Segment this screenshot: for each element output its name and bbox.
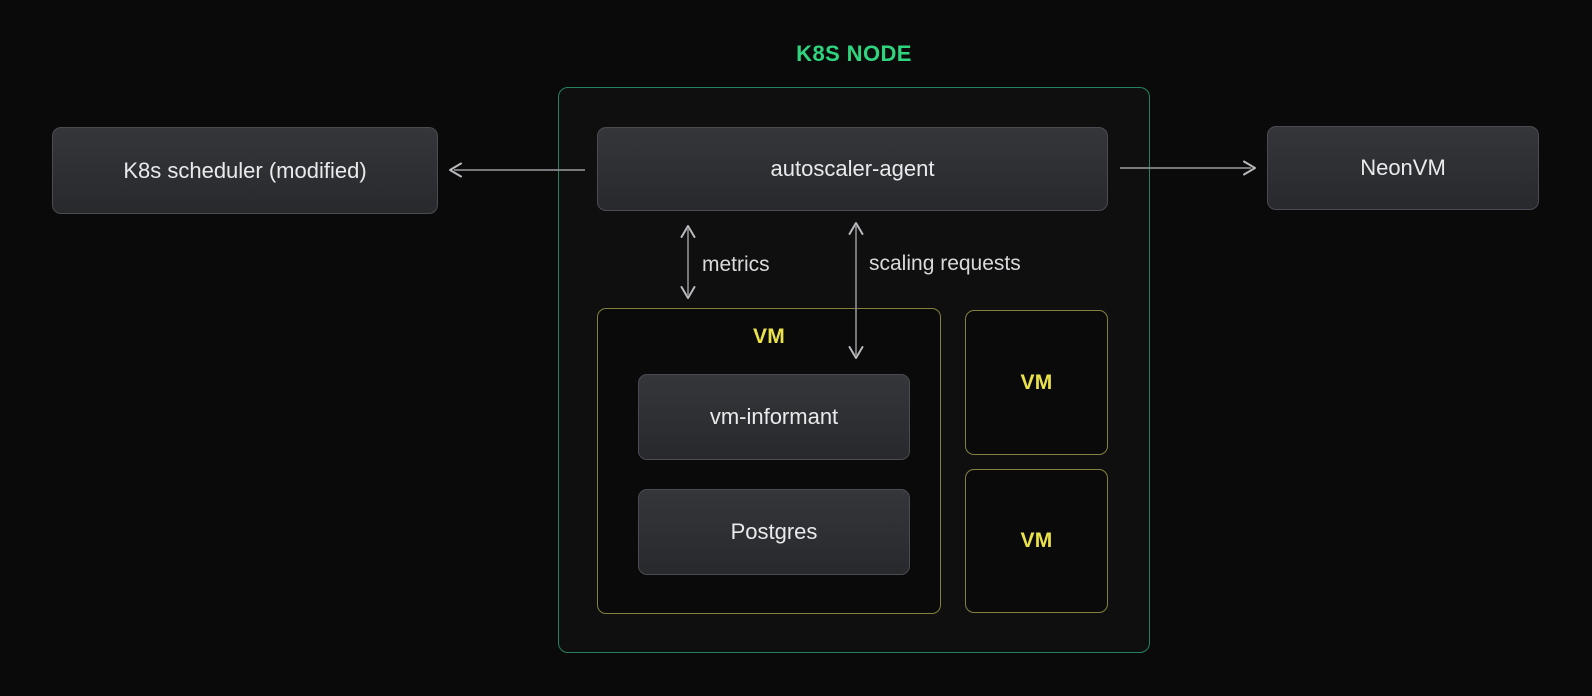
node-vm-informant: vm-informant [638,374,910,460]
node-postgres-label: Postgres [730,519,818,544]
k8s-node-container [558,87,1150,653]
node-autoscaler-agent: autoscaler-agent [597,127,1108,211]
edge-label-metrics: metrics [702,253,770,276]
node-autoscaler-agent-label: autoscaler-agent [770,156,935,181]
node-neonvm: NeonVM [1267,126,1539,210]
node-vm-informant-label: vm-informant [709,404,839,429]
vm-main-label: VM [752,325,786,348]
node-k8s-scheduler: K8s scheduler (modified) [52,127,438,214]
vm-main-box: VM vm-informant Postgres [597,308,941,614]
vm-small-box-1: VM [965,310,1108,455]
vm-small-box-2-label: VM [1020,529,1053,552]
node-k8s-scheduler-label: K8s scheduler (modified) [123,157,367,183]
node-neonvm-label: NeonVM [1360,155,1446,180]
vm-small-box-2: VM [965,469,1108,613]
node-postgres: Postgres [638,489,910,575]
k8s-node-title: K8S NODE [796,41,912,66]
edge-label-scaling-requests: scaling requests [869,252,1021,275]
vm-small-box-1-label: VM [1020,370,1053,394]
